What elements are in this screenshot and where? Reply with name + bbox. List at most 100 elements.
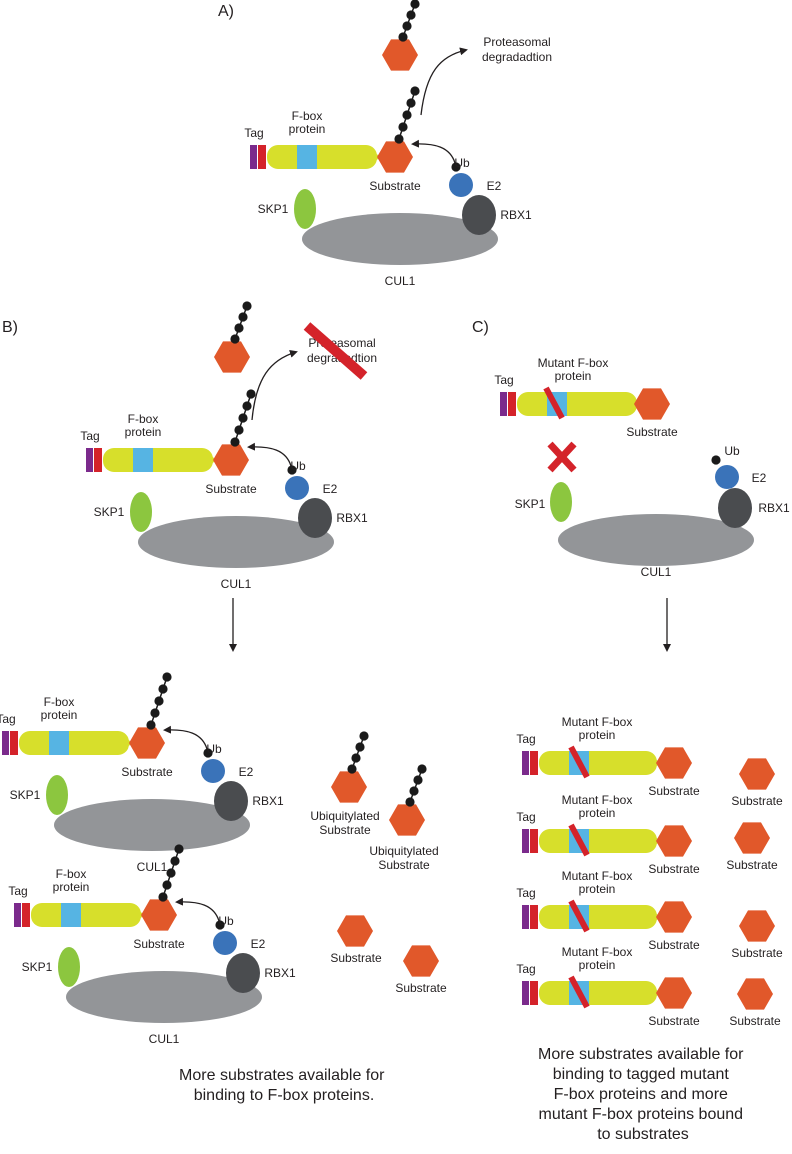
free-substrate-hexagon [739,910,775,942]
rbx1-subunit [718,488,752,528]
e2-label: E2 [239,765,254,779]
e2-enzyme [449,173,473,197]
fbox-label-line2: protein [289,122,326,136]
bound-substrate-hexagon [656,747,692,779]
ubiquitylated-substrate-hexagon [331,771,367,803]
fbox-protein-tip [623,392,641,416]
ubiquitin-bead [711,455,721,465]
ubiquitin-bead [398,32,408,42]
fbox-domain [297,145,317,169]
ubiquitin-bead [355,742,365,752]
substrate-label: Substrate [648,1014,700,1028]
free-substrate-hexagon [739,758,775,790]
mutant-label-line2: protein [579,728,616,742]
fbox-label-line1: F-box [44,695,75,709]
rbx1-subunit [214,781,248,821]
ubiquitin-bead [150,708,160,718]
degradation-arrow [420,47,468,116]
mutant-label-line1: Mutant F-box [562,715,633,729]
rbx1-label: RBX1 [264,966,296,980]
rbx1-label: RBX1 [500,208,532,222]
tag-red-segment [22,903,30,927]
degraded-substrate-hexagon [214,341,250,373]
fbox-protein-body [19,731,129,755]
substrate-label: Substrate [648,784,700,798]
substrate-label: Substrate [648,938,700,952]
substrate-label: Substrate [626,425,678,439]
e2-label: E2 [752,471,767,485]
ubiquitin-bead [230,437,240,447]
skp1-adaptor [130,492,152,532]
substrate-label: Substrate [395,981,447,995]
e2-label: E2 [487,179,502,193]
panel-label-b: B) [2,319,18,336]
substrate-hexagon [213,444,249,476]
fbox-protein-body [267,145,377,169]
rbx1-subunit [462,195,496,235]
tag-red-segment [10,731,18,755]
ubiquitin-bead [238,413,248,423]
mutant-label-line1: Mutant F-box [562,945,633,959]
block-bar [303,322,368,380]
ubiquitin-bead [287,465,297,475]
fbox-protein-tip [363,145,381,169]
tag-purple-segment [522,905,529,929]
summary-b: More substrates available for binding to… [179,1067,389,1104]
ubiquitin-bead [410,0,420,9]
ubiquitin-bead [166,868,176,878]
cul1-label: CUL1 [641,565,672,579]
substrate-label: Substrate [731,794,783,808]
ubiquitin-bead [246,389,256,399]
e2-enzyme [715,465,739,489]
tag-red-segment [258,145,266,169]
fbox-protein-tip [643,981,661,1005]
skp1-adaptor [550,482,572,522]
skp1-label: SKP1 [515,497,546,511]
fbox-protein-body [539,751,657,775]
tag-purple-segment [250,145,257,169]
mutant-label-line2: protein [579,806,616,820]
substrate-hexagon [634,388,670,420]
tag-label: Tag [8,884,27,898]
fbox-label-line2: protein [41,708,78,722]
skp1-adaptor [58,947,80,987]
fbox-domain [61,903,81,927]
fbox-label-line2: protein [125,425,162,439]
fbox-protein-tip [643,751,661,775]
ub-transfer-arrow [411,139,456,164]
ub-label: Ub [724,444,740,458]
tag-label: Tag [80,429,99,443]
panel-label-a: A) [218,3,234,20]
rbx1-label: RBX1 [336,511,368,525]
ubiquitin-bead [203,748,213,758]
ubiquitin-bead [215,920,225,930]
ubiquitin-bead [406,98,416,108]
substrate-label: Substrate [726,858,778,872]
ubiquitin-bead [409,786,419,796]
ubiquitin-bead [351,753,361,763]
mutant-label-line2: protein [579,958,616,972]
ub-label: Ub [290,459,306,473]
ub-label: Ub [206,742,222,756]
tag-purple-segment [14,903,21,927]
bound-substrate-hexagon [656,825,692,857]
ub-transfer-arrow [175,897,220,922]
skp1-label: SKP1 [258,202,289,216]
e2-label: E2 [251,937,266,951]
ubiquitin-bead [402,110,412,120]
fbox-protein-body [539,829,657,853]
ubiquitin-bead [402,21,412,31]
cul1-label: CUL1 [149,1032,180,1046]
ubiquitin-bead [413,775,423,785]
tag-red-segment [530,751,538,775]
ubiquitin-bead [238,312,248,322]
rbx1-label: RBX1 [758,501,790,515]
tag-red-segment [530,829,538,853]
tag-label: Tag [516,962,535,976]
ubiquitin-bead [451,162,461,172]
summary-c: More substrates available for binding to… [538,1046,748,1143]
proteasomal-label-line1: Proteasomal [483,35,550,49]
fbox-label-line2: protein [53,880,90,894]
substrate-label: Substrate [369,179,421,193]
